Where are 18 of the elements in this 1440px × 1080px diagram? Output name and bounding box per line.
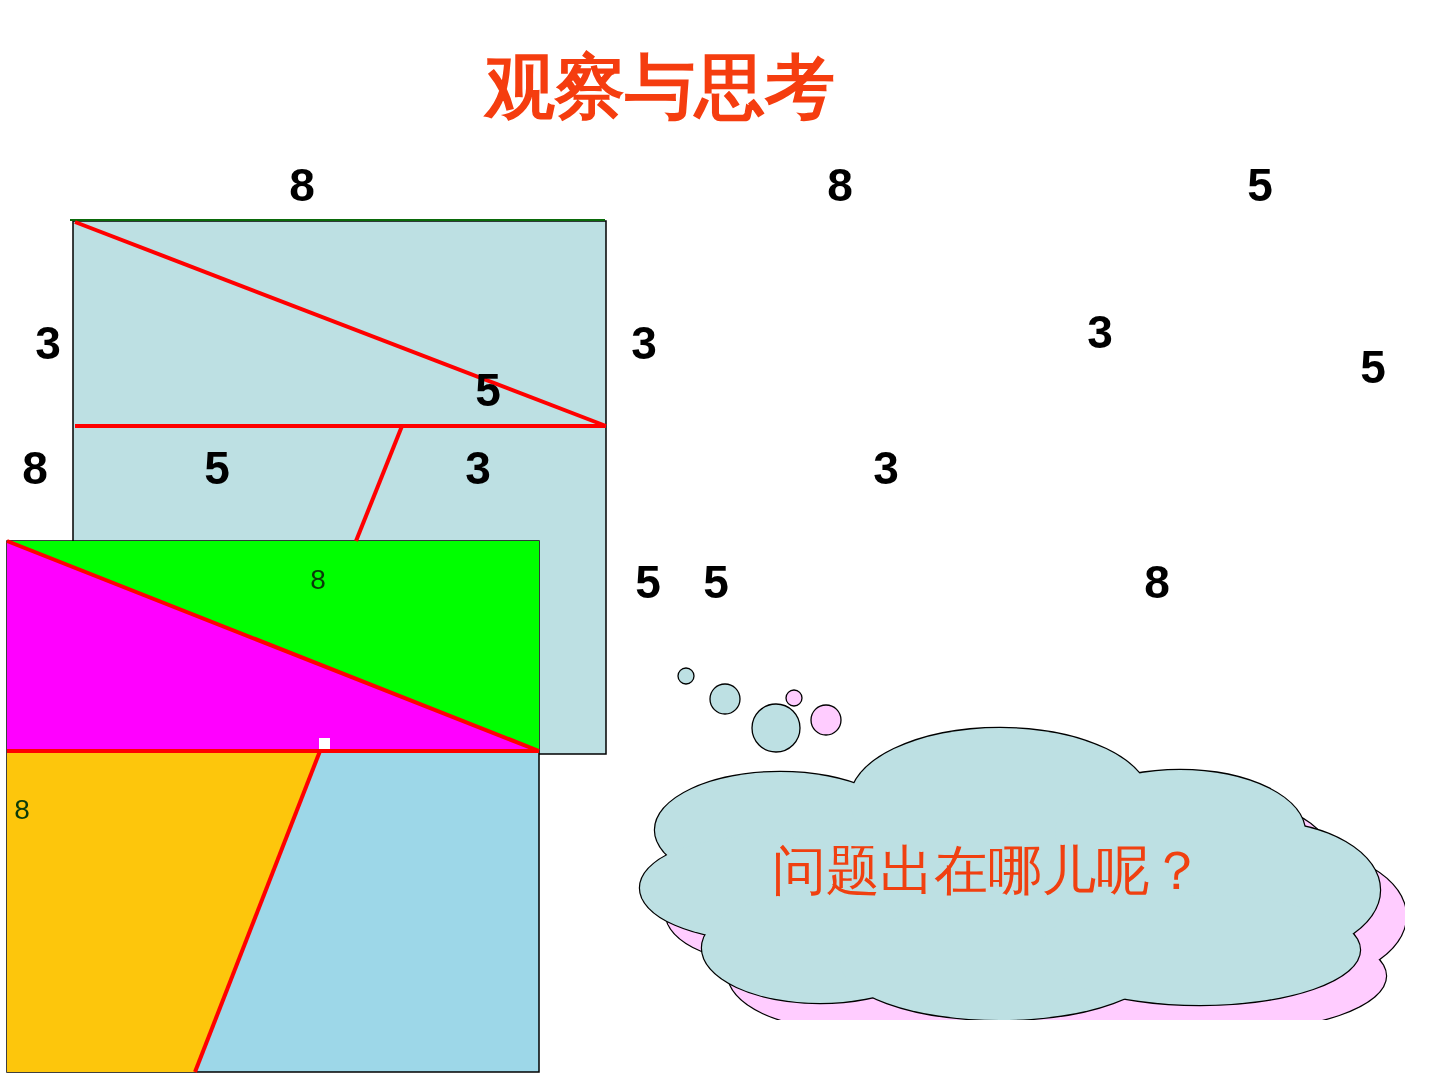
- dimension-number: 8: [827, 162, 853, 208]
- title: 观察与思考: [482, 52, 836, 122]
- dimension-number: 3: [35, 320, 61, 366]
- dimension-number: 3: [631, 320, 657, 366]
- dimension-number: 3: [873, 445, 899, 491]
- dimension-number: 3: [465, 445, 491, 491]
- dimension-number: 8: [22, 445, 48, 491]
- dimension-number: 5: [703, 559, 729, 605]
- dimension-number: 5: [1247, 162, 1273, 208]
- dimension-number: 5: [635, 559, 661, 605]
- dimension-number: 5: [1360, 344, 1386, 390]
- question-text: 问题出在哪儿呢？: [770, 837, 1205, 904]
- dimension-number: 8: [310, 566, 326, 594]
- dimension-number: 8: [289, 162, 315, 208]
- dimension-number: 8: [1144, 559, 1170, 605]
- dimension-number: 8: [14, 796, 30, 824]
- dimension-number: 5: [204, 445, 230, 491]
- dimension-number: 3: [1087, 309, 1113, 355]
